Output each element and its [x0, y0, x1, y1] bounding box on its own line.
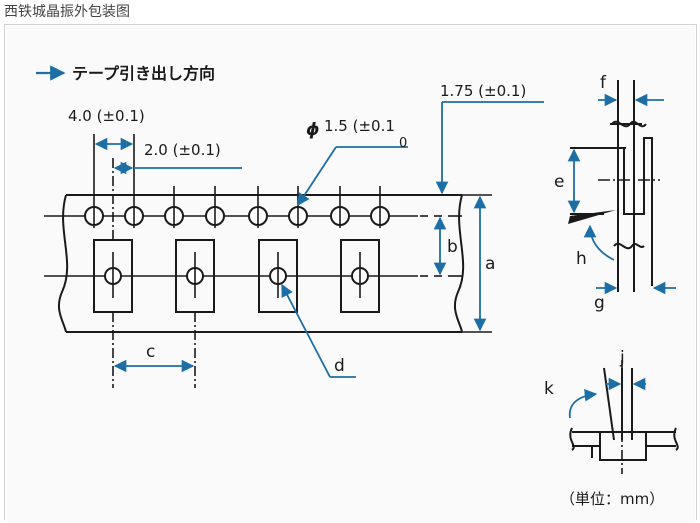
hole-diameter-label: 1.5 (±0.1 [324, 117, 395, 135]
label-b: b [447, 237, 458, 257]
label-g: g [594, 293, 605, 313]
dimension-h: h [568, 210, 616, 269]
dimension-j: j [606, 348, 646, 391]
direction-label: テープ引き出し方向 [72, 64, 215, 83]
diameter-symbol: ϕ [306, 120, 320, 140]
dimension-g: g [594, 281, 676, 313]
label-f: f [600, 73, 607, 93]
hole-to-pocket-label: 2.0 (±0.1) [144, 141, 221, 159]
dimension-d: d [281, 283, 356, 378]
unit-label: （単位：mm） [560, 490, 664, 508]
dimension-k: k [544, 379, 598, 419]
bottom-detail-view [569, 360, 679, 474]
page-title: 西铁城晶振外包装图 [4, 4, 130, 20]
dimension-a: a [462, 194, 495, 333]
pocket-centerlines [93, 134, 361, 388]
label-e: e [554, 172, 564, 192]
dimension-e: e [554, 148, 581, 214]
hole-centerlines [93, 186, 381, 228]
dimension-f: f [598, 73, 664, 107]
dimension-hole-diameter: ϕ 1.5 (±0.1 0 [297, 117, 408, 207]
dimension-c: c [113, 342, 195, 373]
sprocket-pitch-label: 4.0 (±0.1) [68, 107, 145, 125]
hole-diameter-lower-tolerance: 0 [399, 136, 407, 151]
label-h: h [576, 249, 587, 269]
dimension-hole-to-pocket: 2.0 (±0.1) [113, 141, 242, 175]
side-section-view [570, 80, 660, 292]
label-a: a [485, 254, 495, 274]
diagram-frame [4, 24, 697, 520]
edge-to-hole-label: 1.75 (±0.1) [440, 82, 526, 100]
dimension-edge-to-hole: 1.75 (±0.1) [435, 82, 544, 195]
label-k: k [544, 379, 554, 399]
label-d: d [334, 356, 345, 376]
label-c: c [146, 342, 155, 362]
dimension-b: b [433, 216, 458, 276]
label-j: j [619, 348, 625, 368]
dimension-sprocket-pitch: 4.0 (±0.1) [68, 107, 145, 151]
